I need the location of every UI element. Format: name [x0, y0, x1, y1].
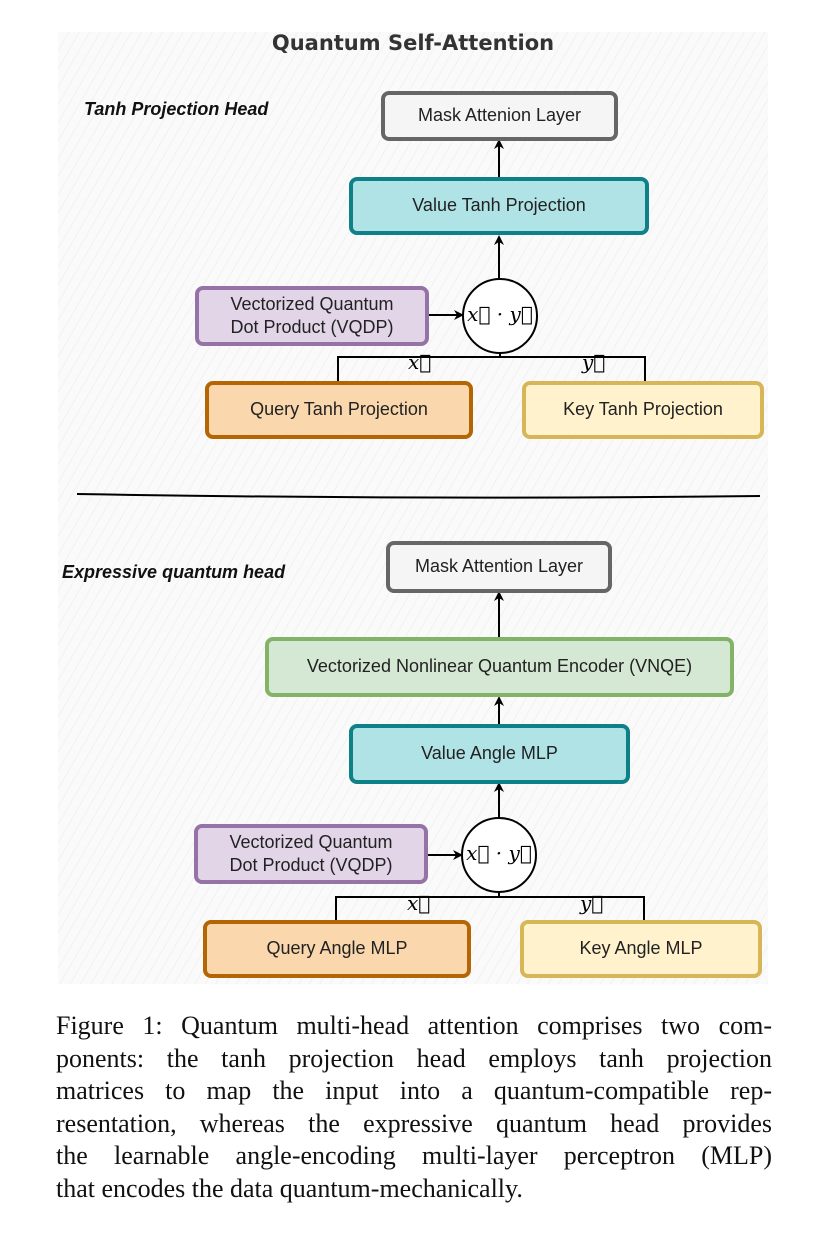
expressive-quantum-head-label: Expressive quantum head	[62, 562, 286, 582]
dot-product-label-bottom: x⃗ · y⃗	[466, 841, 532, 865]
caption-line: resentation, whereas the expressive quan…	[56, 1108, 772, 1138]
vnqe-text: Vectorized Nonlinear Quantum Encoder (VN…	[306, 656, 693, 677]
x-vector-label-top: x⃗	[408, 350, 432, 374]
key-angle-mlp-box: Key Angle MLP	[520, 920, 762, 978]
key-tanh-projection-box: Key Tanh Projection	[522, 381, 764, 439]
query-angle-mlp-box: Query Angle MLP	[203, 920, 471, 978]
connector-lines	[76, 139, 761, 920]
dot-product-label-top: x⃗ · y⃗	[467, 302, 533, 326]
value-angle-mlp-box: Value Angle MLP	[349, 724, 630, 784]
mask-attention-layer-top-text: Mask Attenion Layer	[417, 105, 582, 126]
bracket-query-key-bottom	[335, 896, 645, 920]
vqdp-top-line1: Vectorized Quantum	[230, 293, 394, 314]
value-angle-mlp-text: Value Angle MLP	[421, 743, 558, 764]
y-vector-label-top: y⃗	[582, 350, 606, 374]
figure-caption: Figure 1: Quantum multi-head attention c…	[56, 1010, 772, 1205]
key-angle-mlp-text: Key Angle MLP	[579, 938, 703, 959]
value-tanh-projection-box: Value Tanh Projection	[349, 177, 649, 235]
figure-title: Quantum Self-Attention	[271, 31, 555, 55]
vnqe-box: Vectorized Nonlinear Quantum Encoder (VN…	[265, 637, 734, 697]
vqdp-bottom-line1: Vectorized Quantum	[229, 831, 393, 852]
bracket-query-key-top	[337, 356, 646, 382]
vqdp-top-line2: Dot Product (VQDP)	[230, 317, 394, 337]
query-tanh-projection-text: Query Tanh Projection	[250, 399, 428, 420]
x-vector-label-bottom: x⃗	[407, 891, 431, 915]
mask-attention-layer-bottom-text: Mask Attention Layer	[414, 556, 584, 577]
caption-line: ponents: the tanh projection head employ…	[56, 1043, 772, 1073]
query-angle-mlp-text: Query Angle MLP	[266, 938, 408, 959]
caption-line: Figure 1: Quantum multi-head attention c…	[56, 1011, 772, 1040]
caption-line: the learnable angle-encoding multi-layer…	[56, 1141, 772, 1170]
key-tanh-projection-text: Key Tanh Projection	[563, 399, 723, 420]
value-tanh-projection-text: Value Tanh Projection	[412, 195, 586, 216]
vqdp-box-top: Vectorized Quantum Dot Product (VQDP)	[195, 286, 429, 346]
y-vector-label-bottom: y⃗	[580, 891, 604, 915]
vqdp-bottom-line2: Dot Product (VQDP)	[229, 855, 393, 875]
vqdp-box-bottom: Vectorized Quantum Dot Product (VQDP)	[194, 824, 428, 884]
caption-line: that encodes the data quantum-mechanical…	[56, 1173, 523, 1203]
tanh-projection-head-label: Tanh Projection Head	[84, 99, 269, 119]
query-tanh-projection-box: Query Tanh Projection	[205, 381, 473, 439]
section-divider	[76, 493, 761, 499]
mask-attention-layer-top: Mask Attenion Layer	[381, 91, 618, 141]
mask-attention-layer-bottom: Mask Attention Layer	[386, 541, 612, 593]
caption-line: matrices to map the input into a quantum…	[56, 1076, 772, 1105]
